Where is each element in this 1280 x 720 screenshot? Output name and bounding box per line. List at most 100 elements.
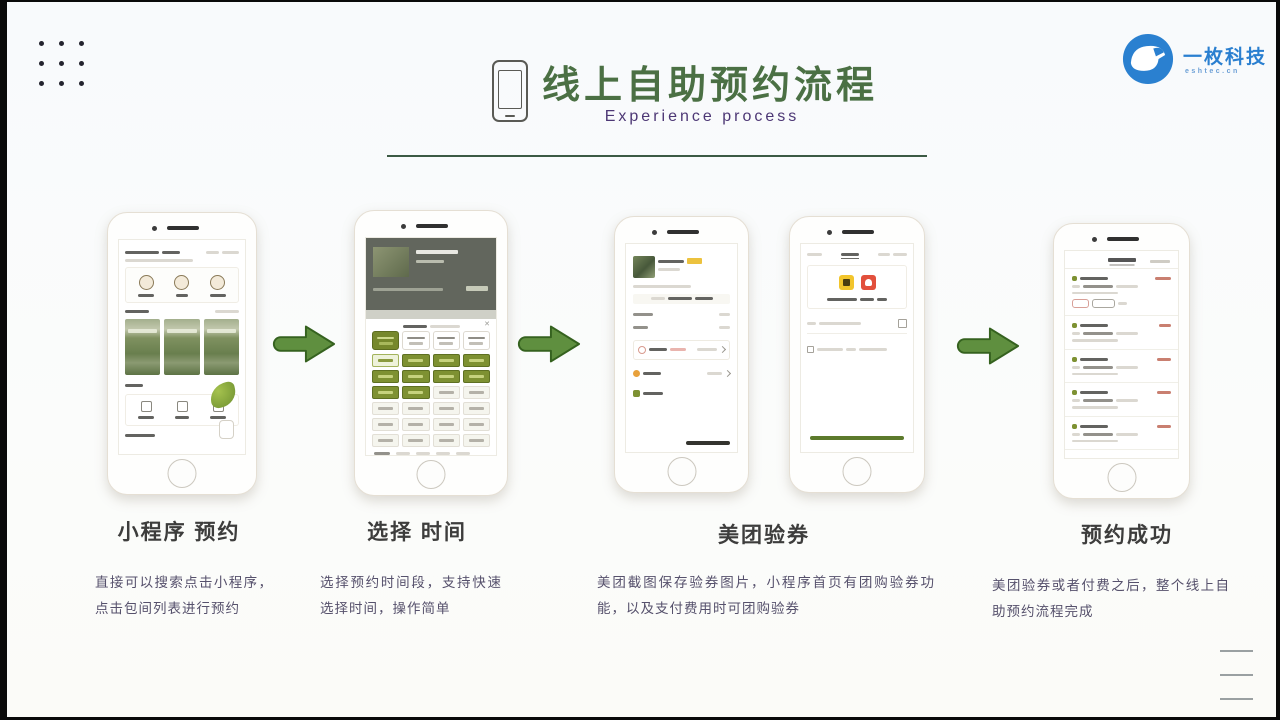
time-slot-cell — [462, 434, 490, 447]
close-icon: ✕ — [484, 321, 490, 328]
room-card — [164, 318, 200, 375]
legend-row — [374, 452, 488, 455]
action-pill — [1072, 299, 1089, 308]
flow-arrow-icon — [956, 327, 1020, 365]
date-tab-selected — [372, 331, 400, 350]
phone-screen: ✕ — [365, 237, 497, 456]
time-slot-cell — [432, 402, 460, 415]
phone-mockup-order-page — [614, 216, 749, 493]
time-slot-cell — [372, 354, 400, 367]
time-slot-cell — [462, 418, 490, 431]
flow-arrow-icon — [517, 325, 581, 363]
booking-card — [1065, 269, 1178, 316]
time-slot-cell — [402, 354, 430, 367]
list-header — [1065, 251, 1178, 269]
page-subtitle: Experience process — [604, 108, 800, 125]
phone-home-button — [1107, 463, 1136, 492]
mascot-figure — [219, 419, 234, 439]
company-logo: 一枚科技 eshtec.cn — [1119, 30, 1269, 90]
verify-button-bar — [810, 436, 904, 440]
time-slot-cell — [402, 386, 430, 399]
room-icon — [1072, 356, 1077, 362]
scan-icon — [898, 319, 907, 328]
phone-mockup-booking-list — [1053, 223, 1190, 499]
chevron-right-icon — [723, 369, 732, 377]
date-tab — [432, 331, 460, 350]
phone-camera-dot — [827, 230, 832, 235]
booking-card — [1065, 350, 1178, 383]
phone-camera-dot — [1091, 237, 1097, 242]
step-desc-2: 选择预约时间段，支持快速选择时间，操作简单 — [320, 575, 502, 616]
time-slot-cell — [432, 434, 460, 447]
action-pill — [1092, 299, 1115, 308]
phone-mockup-miniprogram-home — [107, 212, 257, 495]
time-slot-cell — [432, 386, 460, 399]
smartphone-icon — [492, 60, 528, 122]
room-icon — [1072, 323, 1077, 328]
note-field-icon — [633, 389, 640, 397]
room-thumbnail — [633, 256, 655, 278]
room-icon — [1072, 275, 1077, 281]
date-tabs — [372, 331, 490, 350]
step-label-3: 美团验券 — [718, 524, 810, 547]
coupon-row — [633, 339, 730, 360]
flow-arrow-icon — [272, 325, 336, 363]
time-slot-cell — [462, 370, 490, 383]
time-slot-cell — [372, 434, 400, 447]
dianping-app-icon — [860, 275, 876, 290]
time-slot-cell — [432, 418, 460, 431]
logo-text: 一枚科技 — [1183, 47, 1268, 68]
phone-speaker — [666, 230, 699, 234]
time-select-modal: ✕ — [366, 319, 496, 455]
time-slot-cell — [462, 386, 490, 399]
verify-panel — [807, 265, 907, 309]
title-underline — [387, 155, 927, 157]
step-desc-3: 美团截图保存验券图片，小程序首页有团购验券功能，以及支付费用时可团购验券 — [597, 575, 935, 616]
time-slot-cell — [462, 354, 490, 367]
phone-camera-dot — [651, 230, 657, 235]
room-card-list — [125, 318, 239, 375]
phone-speaker — [1106, 237, 1139, 241]
submit-order-bar — [686, 441, 730, 445]
quick-entry-icons — [125, 266, 239, 303]
time-slot-cell — [402, 402, 430, 415]
promo-badge — [687, 258, 702, 264]
dog-logo-icon — [1122, 33, 1174, 85]
phone-speaker — [167, 226, 199, 230]
step-desc-1: 直接可以搜索点击小程序，点击包间列表进行预约 — [95, 575, 273, 616]
time-slot-cell — [432, 370, 460, 383]
time-slot-cell — [462, 402, 490, 415]
phone-speaker — [842, 230, 874, 234]
phone-screen — [800, 243, 914, 453]
time-slot-cell — [432, 354, 460, 367]
time-slot-cell — [402, 370, 430, 383]
phone-mockup-voucher-verify — [789, 216, 925, 493]
booking-card — [1065, 417, 1178, 450]
phone-mockup-time-picker: ✕ — [354, 210, 508, 496]
time-slot-cell — [372, 370, 400, 383]
phone-speaker — [416, 224, 448, 228]
meituan-app-icon — [838, 275, 854, 290]
time-slot-cell — [402, 418, 430, 431]
booking-card — [1065, 316, 1178, 350]
time-slot-cell — [372, 402, 400, 415]
date-tab — [402, 331, 430, 350]
phone-home-button — [842, 457, 872, 486]
phone-camera-dot — [401, 224, 406, 229]
step-desc-4: 美团验券或者付费之后，整个线上自助预约流程完成 — [992, 578, 1230, 619]
checkbox-icon — [807, 346, 814, 353]
phone-screen — [1064, 250, 1179, 459]
time-slot-cell — [402, 434, 430, 447]
page-title: 线上自助预约流程 — [542, 65, 879, 107]
phone-screen — [625, 243, 738, 453]
phone-screen — [118, 239, 246, 455]
step-label-1: 小程序 预约 — [117, 521, 241, 544]
booking-card — [1065, 383, 1178, 417]
dot-grid-decoration — [39, 41, 84, 86]
time-slot-cell — [372, 386, 400, 399]
step-label-2: 选择 时间 — [367, 521, 467, 544]
phone-home-button — [667, 457, 696, 486]
time-slot-grid — [372, 354, 490, 447]
phone-home-button — [416, 460, 446, 489]
